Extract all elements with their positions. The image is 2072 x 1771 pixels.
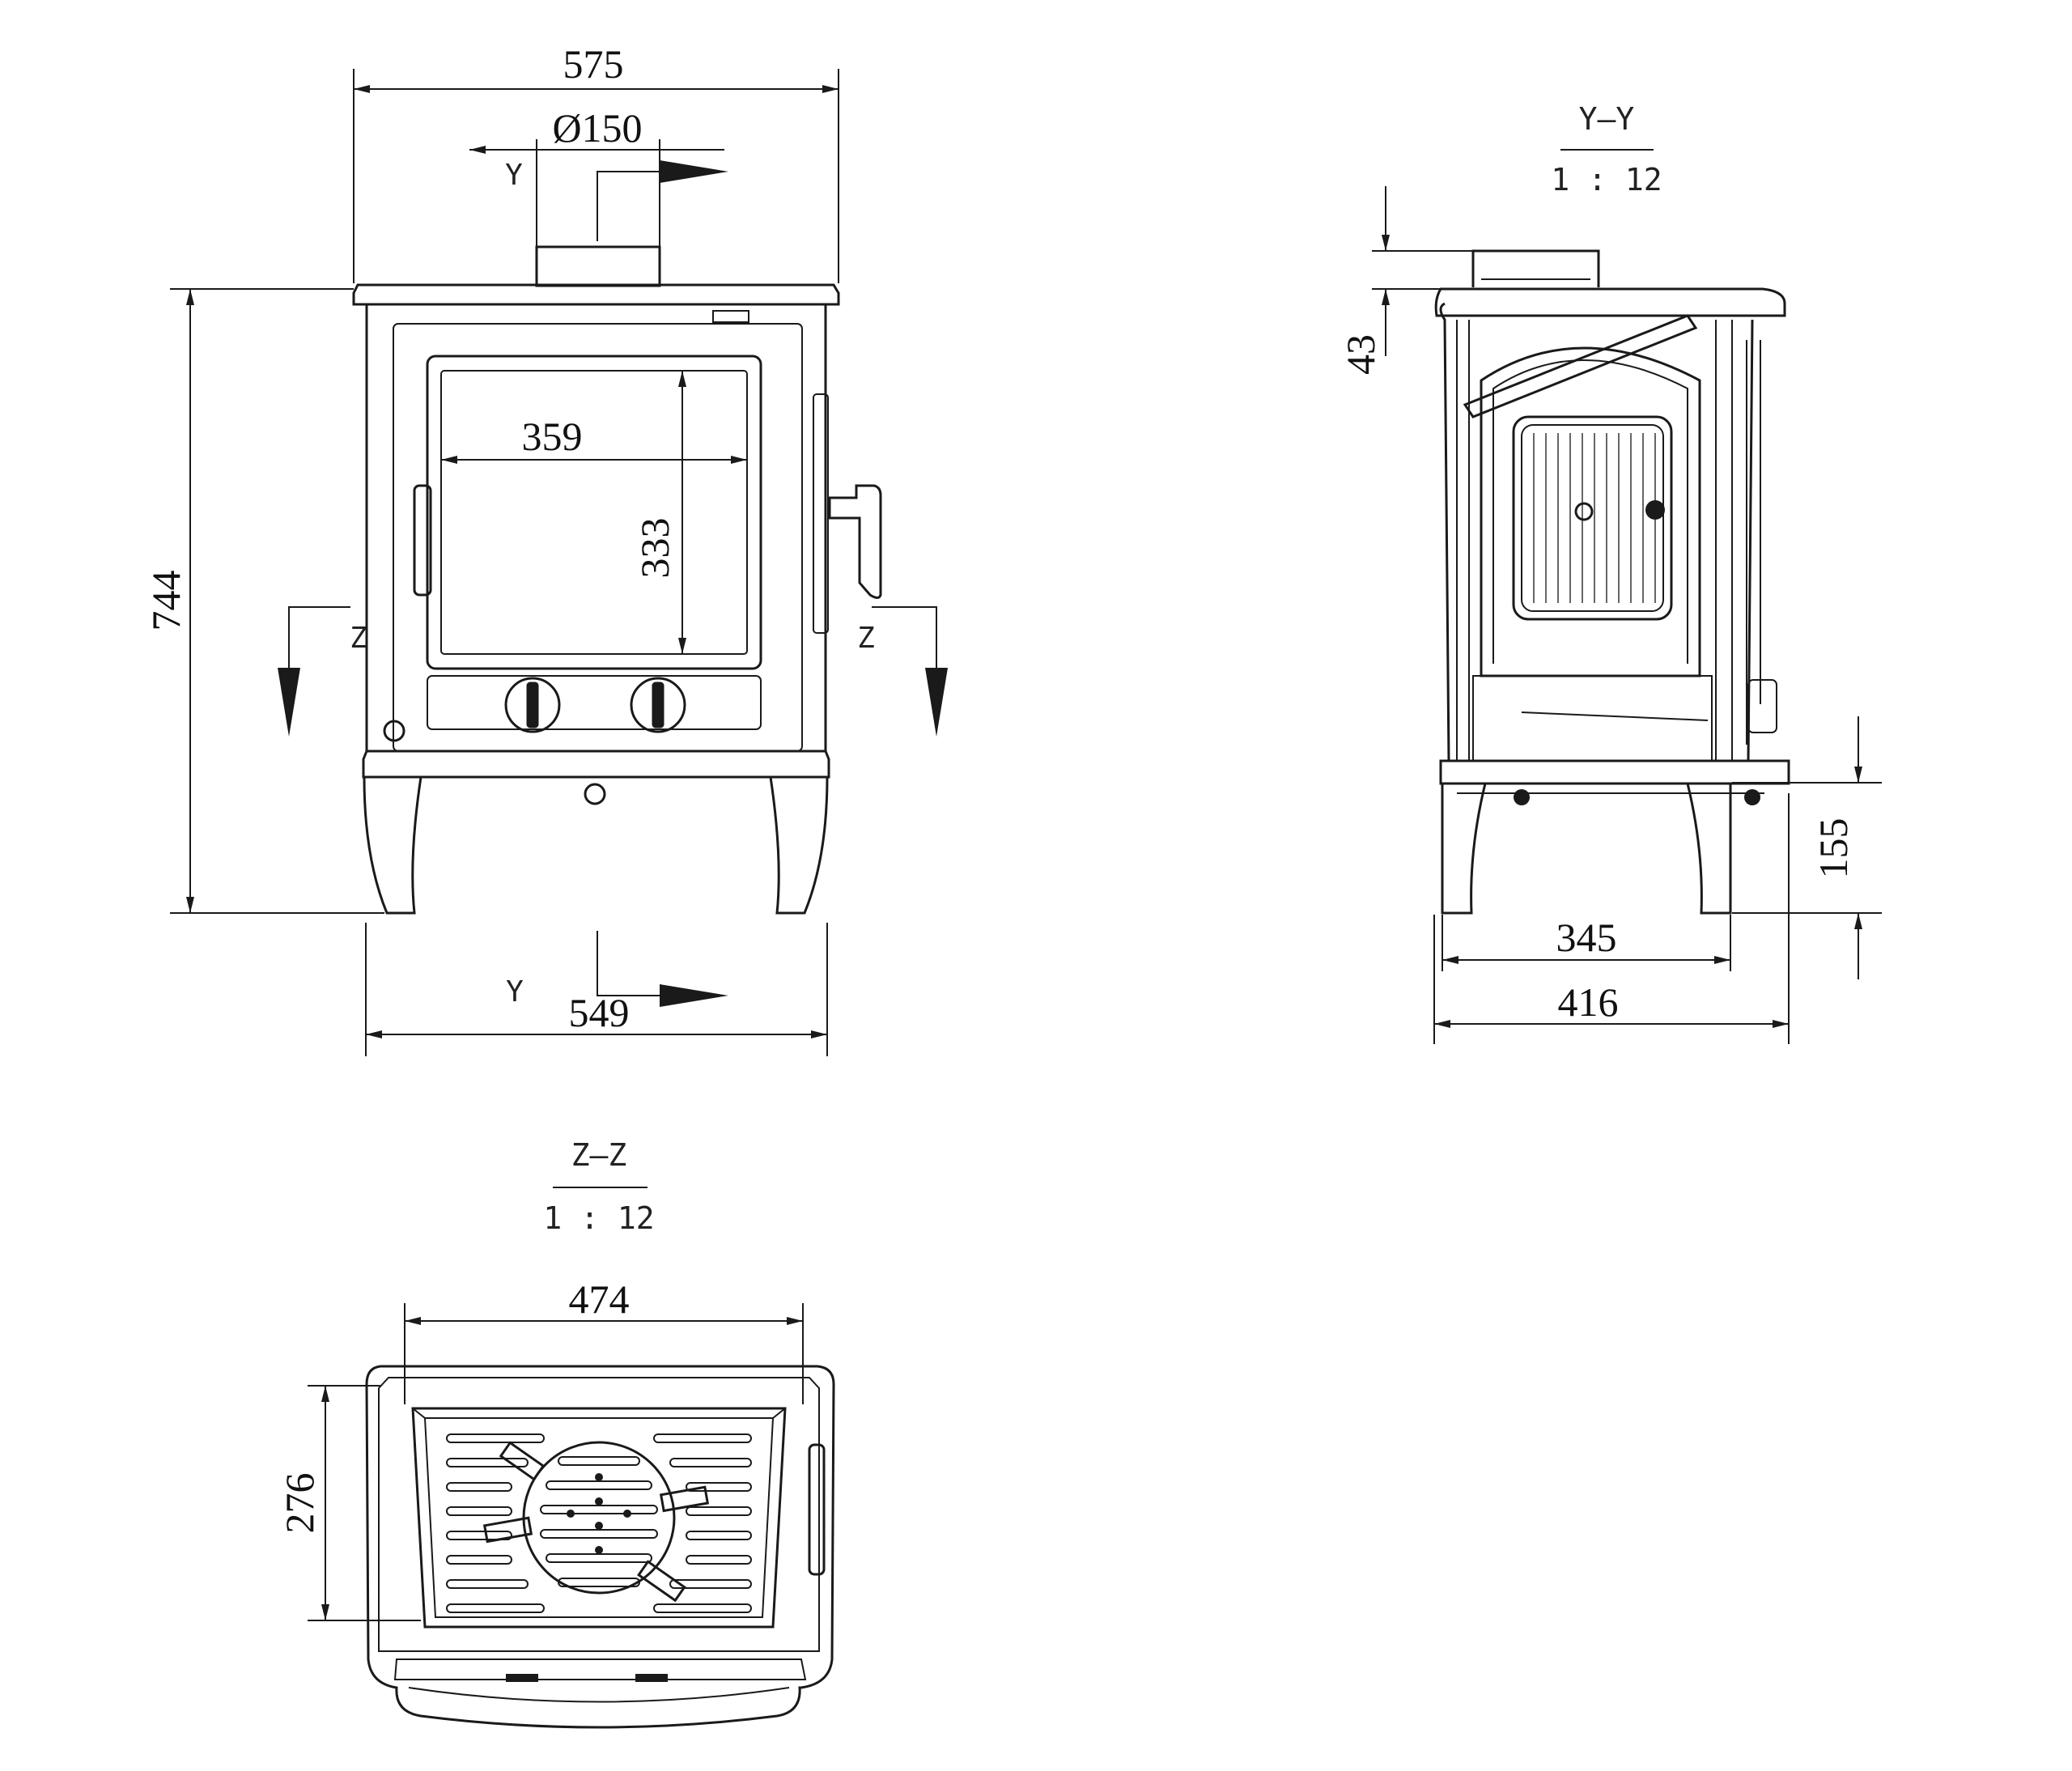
side-leg-rear	[1686, 782, 1732, 915]
section-y-title: Y–Y	[1579, 101, 1635, 137]
dim-height: 744	[143, 571, 189, 631]
section-mark-z-left: Z	[350, 622, 367, 655]
door-frame	[393, 323, 803, 752]
base-plinth	[362, 750, 830, 779]
dim-flue-height: 43	[1338, 334, 1383, 375]
front-view: 575 Ø150 Y 744 359 333 Z Z Y	[143, 41, 948, 1056]
dim-depth: 416	[1558, 979, 1619, 1025]
section-mark-y-top: Y	[505, 159, 523, 192]
side-leg-front	[1441, 782, 1487, 915]
plan-side-handle	[808, 1443, 826, 1576]
side-grate-bars	[1533, 433, 1656, 603]
side-base-plinth	[1439, 759, 1790, 785]
plan-outer-shell	[365, 1365, 835, 1729]
dim-leg-height: 155	[1811, 818, 1856, 879]
ashpan-knob	[584, 783, 606, 805]
flue-collar	[535, 245, 661, 287]
section-y-scale: 1 : 12	[1551, 162, 1662, 197]
section-y-y: Y–Y 1 : 12	[1338, 101, 1882, 1044]
plan-grate-slots-left	[446, 1433, 545, 1613]
side-rear-grate	[1512, 415, 1673, 621]
side-hinge	[813, 393, 829, 634]
section-z-z: Z–Z 1 : 12	[277, 1137, 835, 1729]
side-flue-collar	[1471, 249, 1600, 287]
door-hinge-handle	[413, 484, 432, 597]
side-baffle	[1463, 314, 1698, 418]
section-mark-y-bottom: Y	[506, 975, 524, 1009]
dim-flue-diameter: Ø150	[552, 105, 642, 151]
air-control-plate	[427, 675, 762, 730]
dim-width-base: 549	[569, 990, 630, 1035]
plan-riddling-bars	[540, 1456, 658, 1587]
side-handle	[828, 484, 882, 599]
plan-grate-lug-e	[659, 1485, 710, 1513]
side-top-plate	[1434, 287, 1786, 317]
section-mark-z-right: Z	[857, 622, 875, 655]
dim-leg-span: 345	[1556, 915, 1617, 960]
plan-grate-lug-se	[637, 1560, 686, 1603]
riddler-knob	[383, 720, 405, 742]
section-z-title: Z–Z	[571, 1137, 627, 1173]
plan-grate-lug-nw	[499, 1441, 546, 1481]
plan-grate-lug-w	[482, 1516, 533, 1544]
air-control-knob-right	[630, 677, 686, 733]
top-badge	[712, 310, 749, 323]
plan-grate-slots-right	[653, 1433, 752, 1613]
dim-glass-width: 359	[522, 414, 583, 459]
air-control-knob-left	[504, 677, 561, 733]
section-z-scale: 1 : 12	[543, 1200, 654, 1236]
dim-glass-height: 333	[632, 518, 677, 579]
dim-inner-width: 474	[569, 1276, 630, 1322]
side-grate-bolt	[1574, 502, 1594, 521]
leg-left	[363, 775, 422, 915]
plan-firebox	[411, 1407, 787, 1629]
top-plate	[352, 283, 840, 306]
door-glass-outer	[426, 355, 762, 670]
dim-inner-depth: 276	[277, 1473, 322, 1534]
dim-width-top: 575	[563, 41, 624, 87]
leg-right	[769, 775, 829, 915]
side-firebox-arch	[1480, 346, 1701, 677]
side-body	[1439, 302, 1754, 762]
door-glass-inner	[440, 370, 748, 655]
